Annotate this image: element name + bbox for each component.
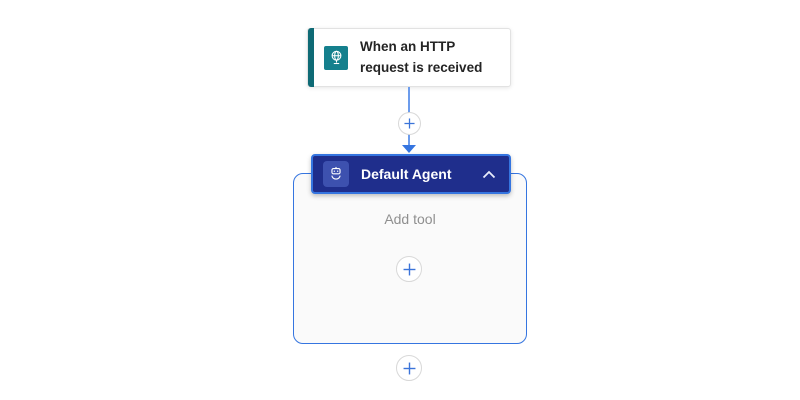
- collapse-card-button[interactable]: [479, 164, 499, 184]
- trigger-title: When an HTTP request is received: [360, 38, 483, 75]
- add-tool-button[interactable]: [396, 256, 422, 282]
- http-request-icon: [324, 45, 348, 70]
- agent-title: Default Agent: [361, 166, 452, 182]
- trigger-card-http-request[interactable]: When an HTTP request is received: [307, 28, 511, 87]
- agent-bot-icon: [323, 161, 349, 187]
- add-tool-label: Add tool: [384, 211, 436, 227]
- insert-step-button[interactable]: [398, 112, 421, 135]
- add-action-button[interactable]: [396, 355, 422, 381]
- trigger-accent-bar: [308, 28, 314, 87]
- chevron-up-icon: [482, 170, 496, 179]
- plus-icon: [403, 263, 416, 276]
- connector-arrowhead-icon: [402, 145, 416, 153]
- plus-icon: [403, 362, 416, 375]
- plus-icon: [404, 118, 415, 129]
- agent-card-header[interactable]: Default Agent: [311, 154, 511, 194]
